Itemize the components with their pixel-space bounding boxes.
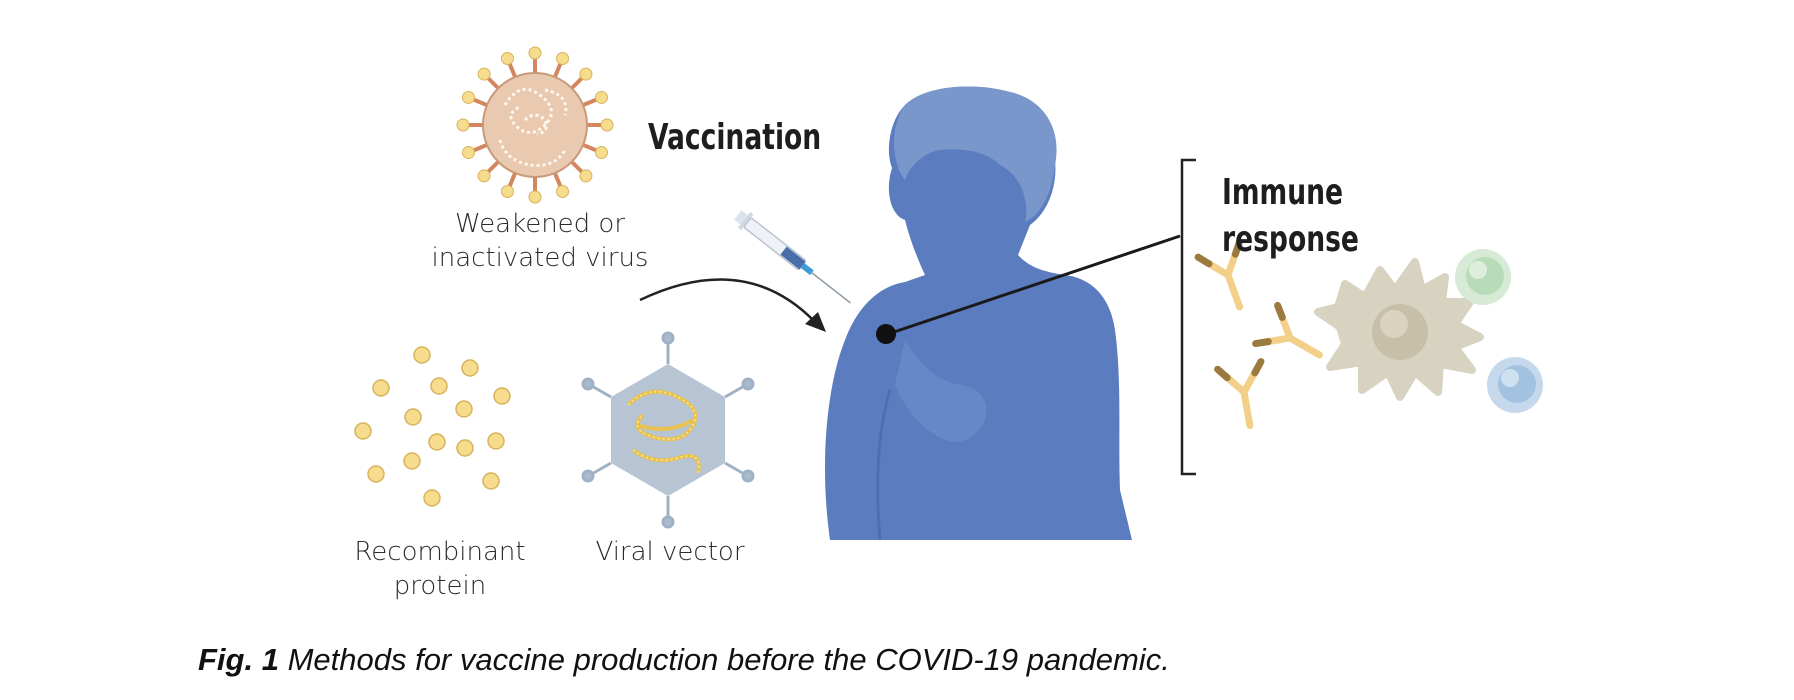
protein-particle bbox=[367, 465, 385, 483]
virus-spike-tip bbox=[528, 46, 542, 60]
arrow bbox=[639, 278, 816, 323]
dendritic-cell-icon bbox=[1314, 258, 1484, 401]
virus-spike-tip bbox=[556, 51, 570, 65]
label-line: protein bbox=[393, 570, 487, 601]
title-vaccination: Vaccination bbox=[648, 117, 822, 158]
label-line: Weakened or bbox=[454, 209, 626, 239]
antibody bbox=[1214, 358, 1265, 429]
virus-spike-tip bbox=[477, 169, 491, 183]
label-weakened-virus: Weakened or inactivated virus bbox=[410, 208, 670, 276]
recombinant-protein-icon bbox=[354, 346, 511, 507]
virus-spike-tip bbox=[595, 90, 609, 104]
protein-particle bbox=[423, 489, 441, 507]
virus-spike-tip bbox=[595, 146, 609, 160]
caption-prefix: Fig. 1 bbox=[198, 642, 279, 677]
virus-spike bbox=[568, 75, 585, 92]
virus-spike-tip bbox=[461, 90, 475, 104]
virus-spike-tip bbox=[500, 185, 514, 199]
virus-spike bbox=[580, 97, 599, 108]
protein-particle bbox=[487, 432, 505, 450]
protein-particle bbox=[455, 400, 473, 418]
protein-particle bbox=[403, 452, 421, 470]
protein-particle bbox=[482, 472, 500, 490]
protein-particle bbox=[372, 379, 390, 397]
antibody-icon bbox=[1194, 238, 1323, 429]
virus-spike-tip bbox=[500, 51, 514, 65]
antibody bbox=[1194, 238, 1244, 311]
virus-spike bbox=[552, 170, 563, 189]
virus-spike-tip bbox=[600, 118, 614, 132]
protein-particle bbox=[354, 422, 372, 440]
virus-spike-tip bbox=[461, 146, 475, 160]
virus-spike bbox=[568, 158, 585, 175]
virus-spike-tip bbox=[579, 67, 593, 81]
protein-particle bbox=[428, 433, 446, 451]
arrow-head bbox=[805, 312, 826, 332]
syringe-icon bbox=[734, 210, 851, 304]
protein-particle bbox=[430, 377, 448, 395]
caption-text: Methods for vaccine production before th… bbox=[278, 642, 1170, 677]
label-recombinant-protein: Recombinant protein bbox=[330, 536, 550, 604]
b-cell-icon bbox=[1487, 357, 1543, 413]
virus-spike-tip bbox=[528, 190, 542, 204]
virus-icon bbox=[456, 46, 614, 204]
label-line: Recombinant bbox=[354, 537, 526, 567]
immune-bracket bbox=[1180, 158, 1196, 476]
protein-particle bbox=[493, 387, 511, 405]
pointer-line bbox=[887, 234, 1181, 336]
t-cell-icon bbox=[1455, 249, 1511, 305]
injection-site-dot bbox=[876, 324, 896, 344]
protein-particle bbox=[456, 439, 474, 457]
viral-vector-icon bbox=[581, 331, 755, 529]
label-viral-vector: Viral vector bbox=[595, 537, 745, 567]
virus-spike bbox=[580, 142, 599, 153]
figure-caption: Fig. 1 Methods for vaccine production be… bbox=[198, 642, 1698, 678]
virus-spike-tip bbox=[556, 185, 570, 199]
protein-particle bbox=[404, 408, 422, 426]
title-immune-response: Immune response bbox=[1222, 172, 1359, 260]
virus-spike bbox=[507, 170, 518, 189]
person-silhouette bbox=[825, 86, 1132, 541]
virus-spike-tip bbox=[477, 67, 491, 81]
protein-particle bbox=[461, 359, 479, 377]
protein-particle bbox=[413, 346, 431, 364]
label-line: inactivated virus bbox=[431, 242, 649, 273]
virus-spike-tip bbox=[579, 169, 593, 183]
virus-spike-tip bbox=[456, 118, 470, 132]
antibody bbox=[1252, 301, 1323, 359]
